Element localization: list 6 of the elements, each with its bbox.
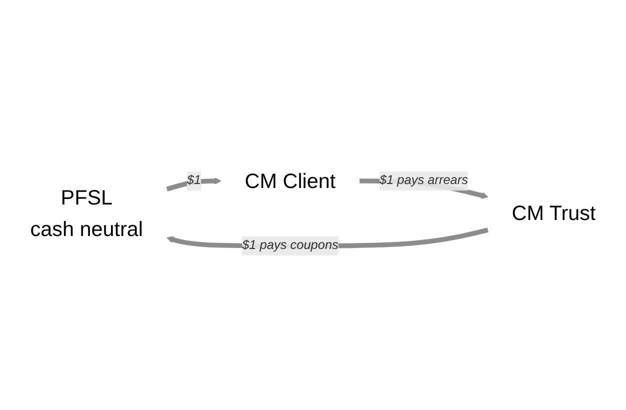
edge-label: $1 pays arrears	[379, 174, 468, 188]
node-text: PFSL cash neutral	[30, 186, 144, 241]
node-text: CM Client	[244, 168, 336, 193]
node-text: CM Trust	[512, 201, 596, 226]
edge-label: $1 pays coupons	[242, 238, 338, 252]
edge-label: $1	[186, 174, 202, 188]
